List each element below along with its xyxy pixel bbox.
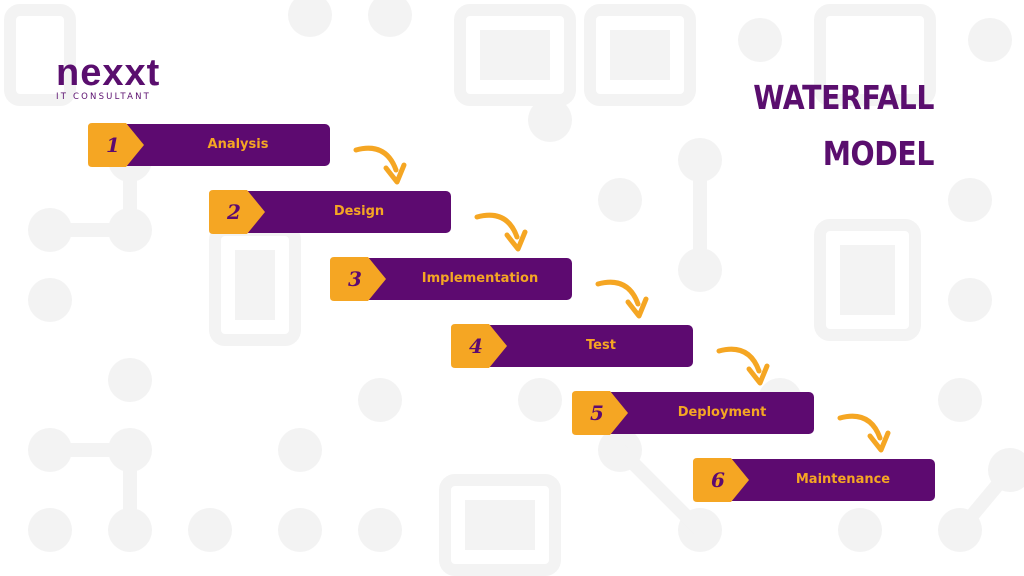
step-number: 2 <box>227 200 241 224</box>
step-number-badge: 5 <box>572 391 632 435</box>
step-number-badge: 4 <box>451 324 511 368</box>
step-label: Deployment <box>677 405 767 420</box>
step-design: Design 2 <box>209 190 451 234</box>
step-number-badge: 3 <box>330 257 390 301</box>
step-number: 3 <box>348 267 362 291</box>
curved-arrow-icon <box>837 413 891 453</box>
step-label: Test <box>586 338 616 353</box>
step-label: Implementation <box>421 271 539 286</box>
curved-arrow-icon <box>474 212 528 252</box>
title-line-1: WATERFALL <box>753 78 934 117</box>
step-number: 5 <box>590 401 604 425</box>
step-number: 4 <box>469 334 483 358</box>
step-number-badge: 6 <box>693 458 753 502</box>
page-title: WATERFALL MODEL <box>710 70 934 182</box>
step-number-badge: 1 <box>88 123 148 167</box>
title-line-2: MODEL <box>822 134 935 173</box>
logo-wordmark: nexxt <box>56 52 161 94</box>
step-label: Design <box>333 204 385 219</box>
step-maintenance: Maintenance 6 <box>693 458 935 502</box>
step-label: Analysis <box>207 137 269 152</box>
step-number: 6 <box>711 468 725 492</box>
step-analysis: Analysis 1 <box>88 123 330 167</box>
company-logo: nexxt IT CONSULTANT <box>56 52 176 104</box>
logo-tagline: IT CONSULTANT <box>56 92 152 102</box>
step-number-badge: 2 <box>209 190 269 234</box>
step-implementation: Implementation 3 <box>330 257 572 301</box>
step-test: Test 4 <box>451 324 693 368</box>
curved-arrow-icon <box>595 279 649 319</box>
curved-arrow-icon <box>716 346 770 386</box>
curved-arrow-icon <box>353 145 407 185</box>
step-bar: Analysis <box>102 124 330 166</box>
step-number: 1 <box>106 133 120 157</box>
step-label: Maintenance <box>795 472 891 487</box>
step-deployment: Deployment 5 <box>572 391 814 435</box>
